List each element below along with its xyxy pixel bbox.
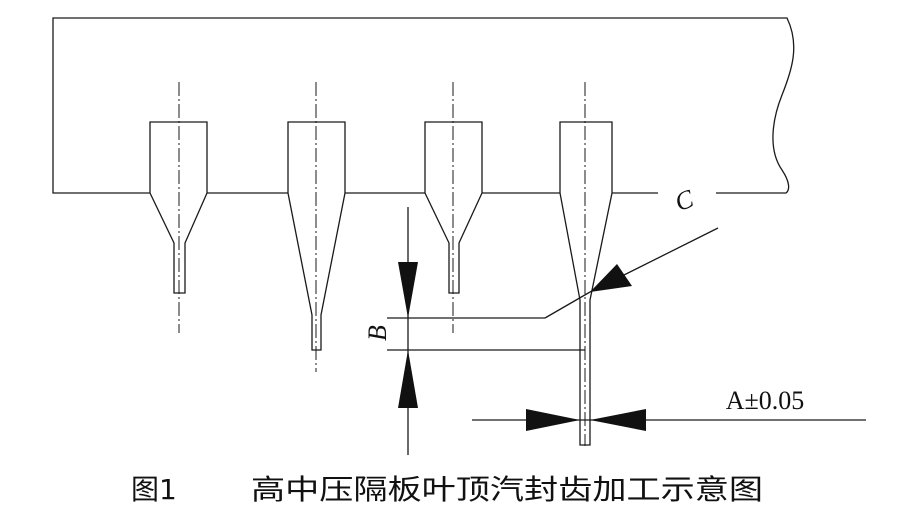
label-c: C xyxy=(671,184,698,217)
arrow-left xyxy=(590,409,646,431)
seal-tooth-1 xyxy=(149,82,208,333)
arrow-up xyxy=(398,350,418,408)
figure-number: 图1 xyxy=(131,473,177,506)
label-a-tolerance: A±0.05 xyxy=(726,386,805,415)
seal-tooth-3 xyxy=(424,82,483,333)
diaphragm-body-outline xyxy=(52,17,795,194)
figure-title: 高中压隔板叶顶汽封齿加工示意图 xyxy=(251,473,763,506)
arrow-right xyxy=(526,409,580,431)
dimension-b: B xyxy=(363,207,585,455)
seal-tooth-2 xyxy=(287,82,346,372)
seal-tooth-4 xyxy=(559,82,613,446)
label-b: B xyxy=(363,325,392,341)
arrow-c xyxy=(590,264,632,292)
dimension-a: A±0.05 xyxy=(472,386,866,431)
arrow-down xyxy=(398,262,418,318)
